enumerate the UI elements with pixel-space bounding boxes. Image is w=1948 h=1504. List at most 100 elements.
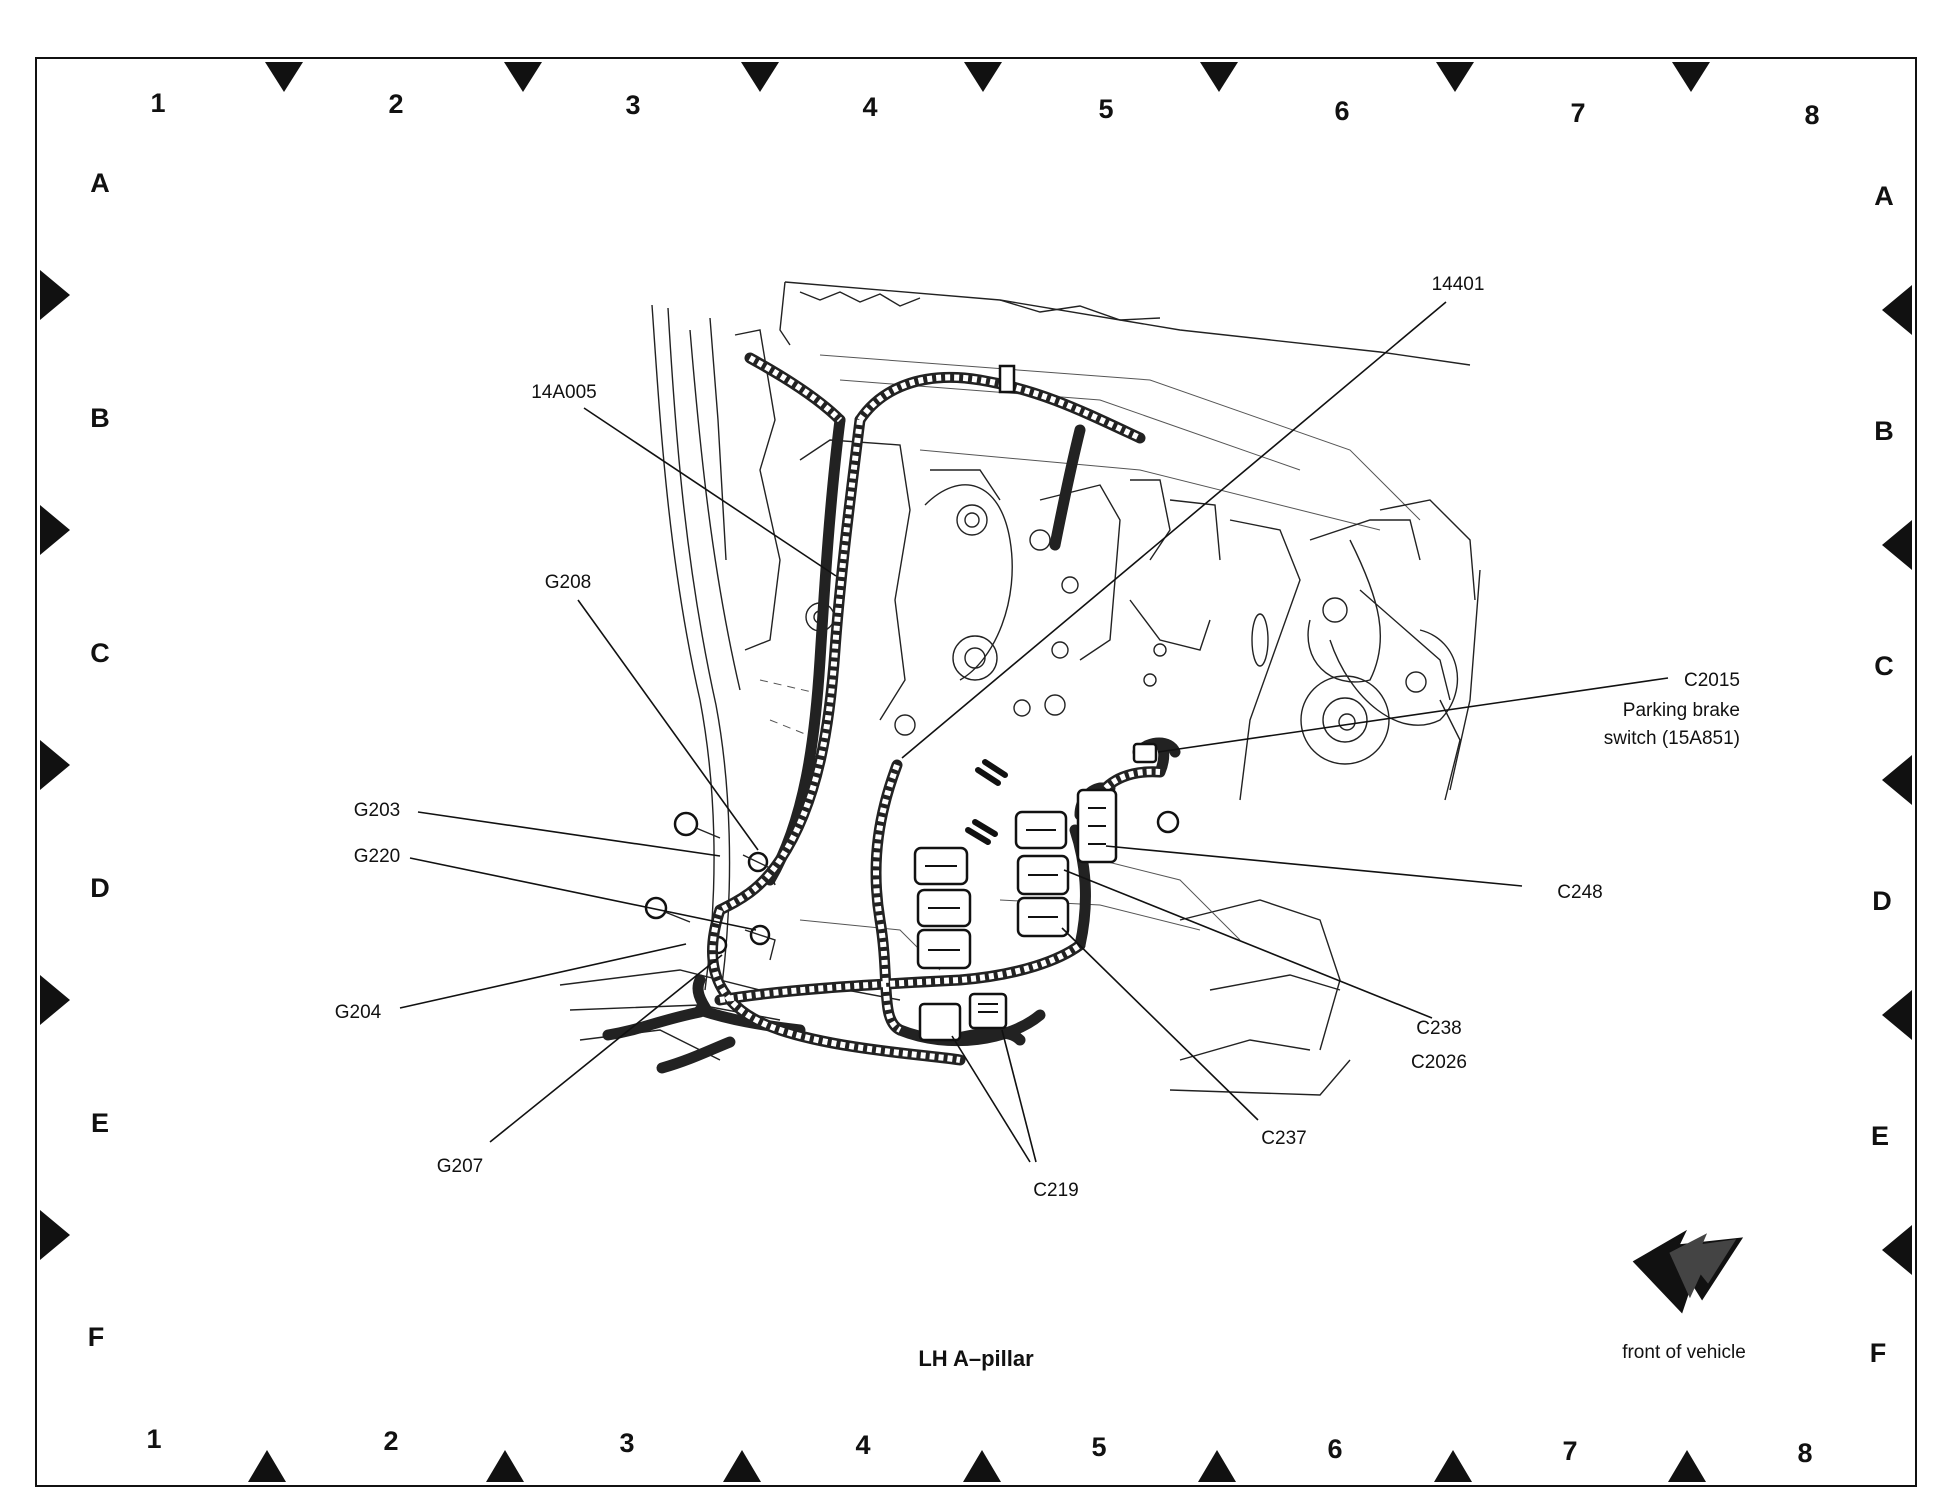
leader-14401 [901,301,1447,759]
zone-marker-icon [964,62,1002,92]
callout-labels: 14401 14A005 G208 G203 G220 G204 G207 C2… [335,274,1740,1201]
callout-c2015-part-number: switch (15A851) [1604,728,1740,749]
leader-14a005 [583,407,837,577]
leader-c2015 [1157,677,1669,753]
leader-g203 [417,811,721,857]
callout-g208: G208 [545,572,591,593]
bottom-zone-markers [248,1450,1706,1482]
leader-c238 [1063,869,1433,1019]
stud-bolt-icon [965,819,998,845]
zone-marker-icon [963,1450,1001,1482]
zone-marker-icon [1200,62,1238,92]
stud-bolt-icon [975,759,1008,786]
bolt-head-icon [1156,810,1180,834]
top-zone-markers [265,62,1710,92]
zone-marker-icon [741,62,779,92]
zone-marker-icon [40,1210,70,1260]
callout-g203: G203 [354,800,400,821]
callout-c219: C219 [1033,1180,1078,1201]
zone-marker-icon [265,62,303,92]
zone-marker-icon [1436,62,1474,92]
leader-lines [399,301,1669,1163]
grid-col-label: 2 [388,89,403,119]
front-of-vehicle-label: front of vehicle [1622,1342,1746,1363]
leader-g220 [409,857,757,931]
zone-marker-icon [504,62,542,92]
zone-marker-icon [1882,990,1912,1040]
grid-col-label: 6 [1327,1434,1342,1464]
right-row-labels: A B C D E F [1870,181,1894,1368]
connectors [913,742,1158,1042]
zone-marker-icon [486,1450,524,1482]
grid-col-label: 8 [1797,1438,1812,1468]
grid-col-label: 3 [625,90,640,120]
grid-col-label: 8 [1804,100,1819,130]
grid-row-label: A [90,168,110,198]
left-zone-markers [40,270,70,1260]
zone-marker-icon [723,1450,761,1482]
callout-c248: C248 [1557,882,1602,903]
zone-marker-icon [40,740,70,790]
zone-marker-icon [1434,1450,1472,1482]
callout-g204: G204 [335,1002,382,1023]
grid-row-label: B [90,403,110,433]
zone-marker-icon [1882,1225,1912,1275]
ground-bolt-icon [644,896,668,920]
front-arrow-icon [1632,1229,1744,1314]
grid-col-label: 1 [146,1424,161,1454]
zone-marker-icon [40,505,70,555]
zone-marker-icon [1668,1450,1706,1482]
callout-g207: G207 [437,1156,483,1177]
callout-14a005: 14A005 [531,382,597,403]
callout-c2015-description: Parking brake [1623,700,1740,721]
grid-col-label: 7 [1570,98,1585,128]
ground-bolt-icon [673,811,699,837]
grid-row-label: D [1872,886,1892,916]
grid-col-label: 5 [1091,1432,1106,1462]
grid-col-label: 4 [862,92,877,122]
leader-g204 [399,943,687,1009]
leader-c219-a [951,1035,1031,1163]
grid-col-label: 3 [619,1428,634,1458]
bottom-column-labels: 1 2 3 4 5 6 7 8 [146,1424,1812,1468]
grid-row-label: E [91,1108,109,1138]
callout-c2015: C2015 [1684,670,1740,691]
zone-marker-icon [1882,520,1912,570]
zone-marker-icon [1672,62,1710,92]
leader-c248 [1105,845,1523,887]
zone-marker-icon [248,1450,286,1482]
leader-c219-b [1001,1029,1037,1163]
view-caption: LH A–pillar [918,1346,1034,1371]
zone-marker-icon [1882,285,1912,335]
grid-row-label: B [1874,416,1894,446]
callout-g220: G220 [354,846,400,867]
zone-marker-icon [1198,1450,1236,1482]
zone-marker-icon [1882,755,1912,805]
diagram-frame [35,57,1917,1487]
connector-icon [1132,742,1158,764]
harness-clip-icon [998,364,1016,394]
grid-row-label: F [1870,1338,1887,1368]
grid-row-label: C [1874,651,1894,681]
zone-marker-icon [40,270,70,320]
callout-c237: C237 [1261,1128,1306,1149]
leader-c237 [1061,927,1259,1121]
callout-14401: 14401 [1432,274,1485,295]
callout-c2026: C2026 [1411,1052,1467,1073]
leader-g207 [489,954,723,1143]
grid-col-label: 5 [1098,94,1113,124]
right-zone-markers [1882,285,1912,1275]
top-column-labels: 1 2 3 4 5 6 7 8 [150,88,1819,130]
grid-col-label: 6 [1334,96,1349,126]
left-row-labels: A B C D E F [88,168,110,1352]
grid-row-label: A [1874,181,1894,211]
connector-icon [918,1002,962,1042]
grid-col-label: 7 [1562,1436,1577,1466]
grid-row-label: D [90,873,110,903]
grid-col-label: 4 [855,1430,870,1460]
grid-row-label: E [1871,1121,1889,1151]
leader-g208 [577,599,759,851]
grid-row-label: F [88,1322,105,1352]
zone-marker-icon [40,975,70,1025]
